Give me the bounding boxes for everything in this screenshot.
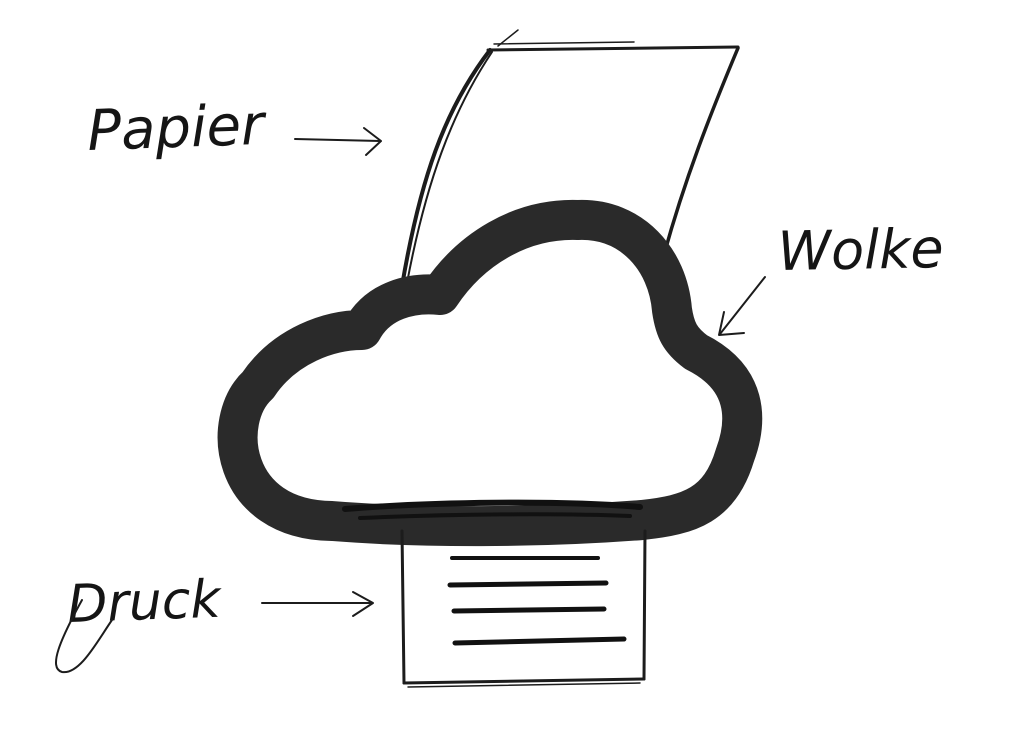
arrow-to-print (261, 591, 374, 617)
cloud-outline (217, 199, 763, 547)
label-paper: Papier (86, 93, 268, 164)
text-line (451, 606, 607, 614)
text-line (452, 636, 627, 646)
printed-text-lines (447, 556, 627, 646)
printed-page (400, 529, 647, 688)
cloud-base-strokes (342, 499, 643, 520)
text-line (447, 580, 609, 588)
label-print: Druck (66, 570, 223, 635)
arrow-to-cloud (718, 276, 766, 336)
arrow-to-paper (294, 127, 382, 156)
print-label-flourish (54, 599, 113, 674)
paper-sheet (400, 29, 740, 288)
label-cloud: Wolke (777, 217, 944, 283)
